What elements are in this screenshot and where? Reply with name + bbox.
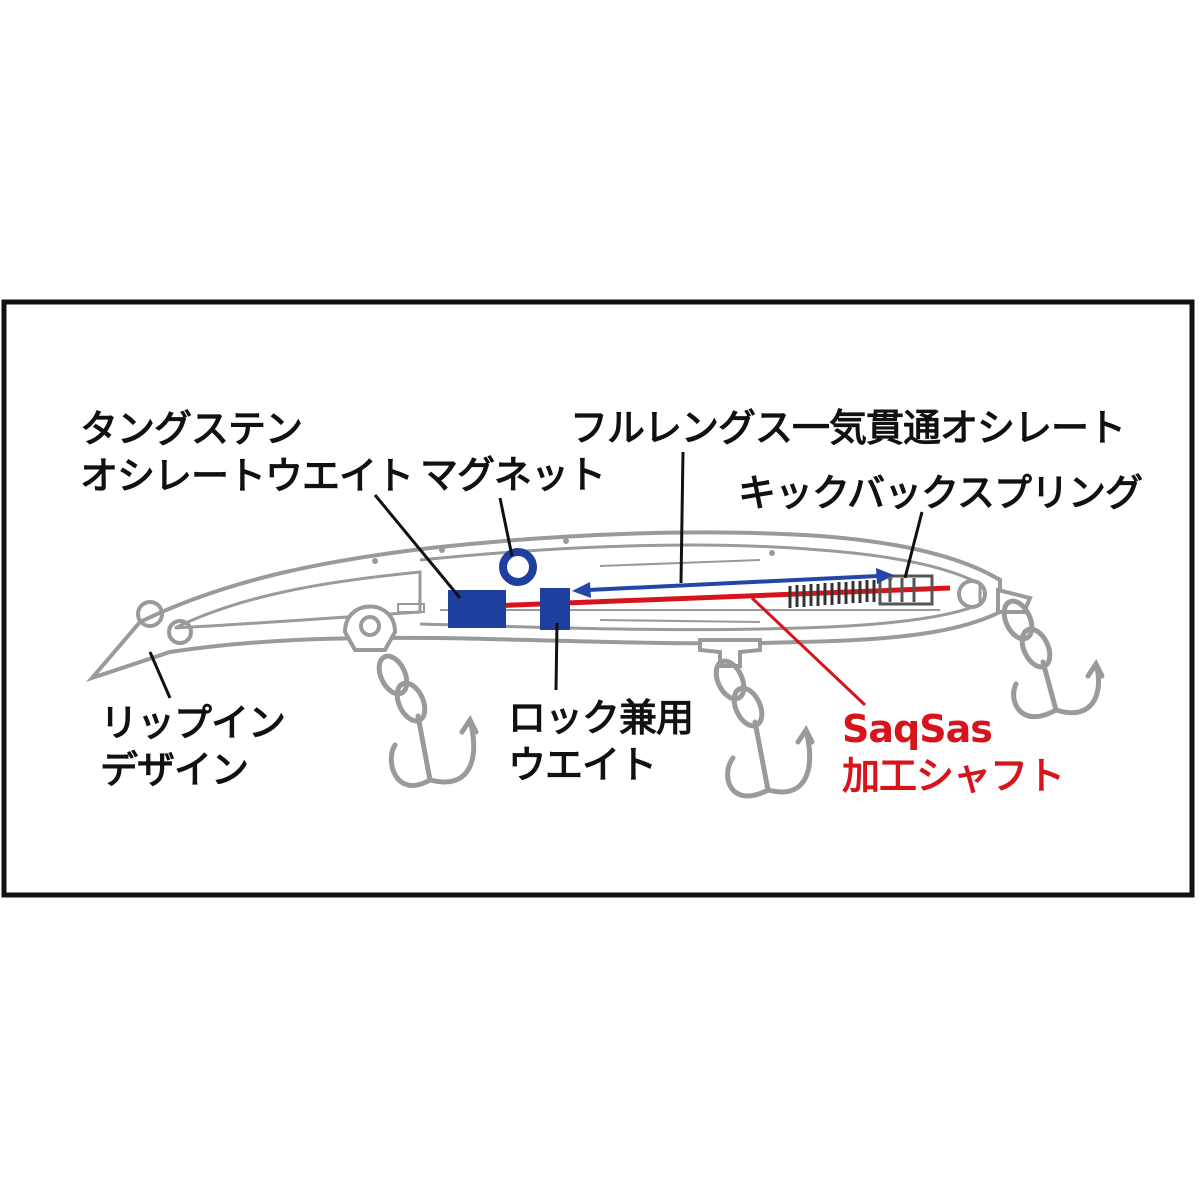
treble-hook-icon bbox=[1001, 598, 1105, 720]
full-length-arrow bbox=[572, 568, 894, 598]
label-tungsten-line1: タングステン bbox=[80, 407, 303, 451]
magnet-icon bbox=[499, 548, 537, 586]
label-tungsten-line2: オシレートウエイト bbox=[80, 454, 414, 498]
label-lip-in-line2: デザイン bbox=[100, 748, 249, 792]
label-kickback-spring: キックバックスプリング bbox=[738, 471, 1143, 515]
label-full-length: フルレングス一気貫通オシレート bbox=[570, 406, 1126, 450]
diagram-frame bbox=[1, 299, 1195, 898]
label-saqsas-line2: 加工シャフト bbox=[842, 754, 1065, 798]
label-lip-in-line1: リップイン bbox=[100, 701, 286, 745]
leader-lines bbox=[148, 451, 924, 699]
label-lip-in: リップイン デザイン bbox=[100, 700, 286, 794]
label-tungsten-weight: タングステン オシレートウエイト bbox=[80, 406, 414, 500]
saqsas-leader bbox=[750, 596, 867, 707]
label-lock-weight: ロック兼用 ウエイト bbox=[508, 695, 694, 789]
lock-weight-block bbox=[540, 588, 570, 630]
label-magnet: マグネット bbox=[420, 453, 606, 497]
label-saqsas-line1: SaqSas bbox=[842, 707, 993, 751]
treble-hook-icon bbox=[713, 658, 815, 799]
treble-hook-icon bbox=[376, 653, 479, 788]
label-lock-weight-line2: ウエイト bbox=[508, 743, 657, 787]
label-saqsas: SaqSas 加工シャフト bbox=[842, 706, 1065, 800]
spring-coil-icon bbox=[788, 580, 876, 608]
label-lock-weight-line1: ロック兼用 bbox=[508, 696, 694, 740]
